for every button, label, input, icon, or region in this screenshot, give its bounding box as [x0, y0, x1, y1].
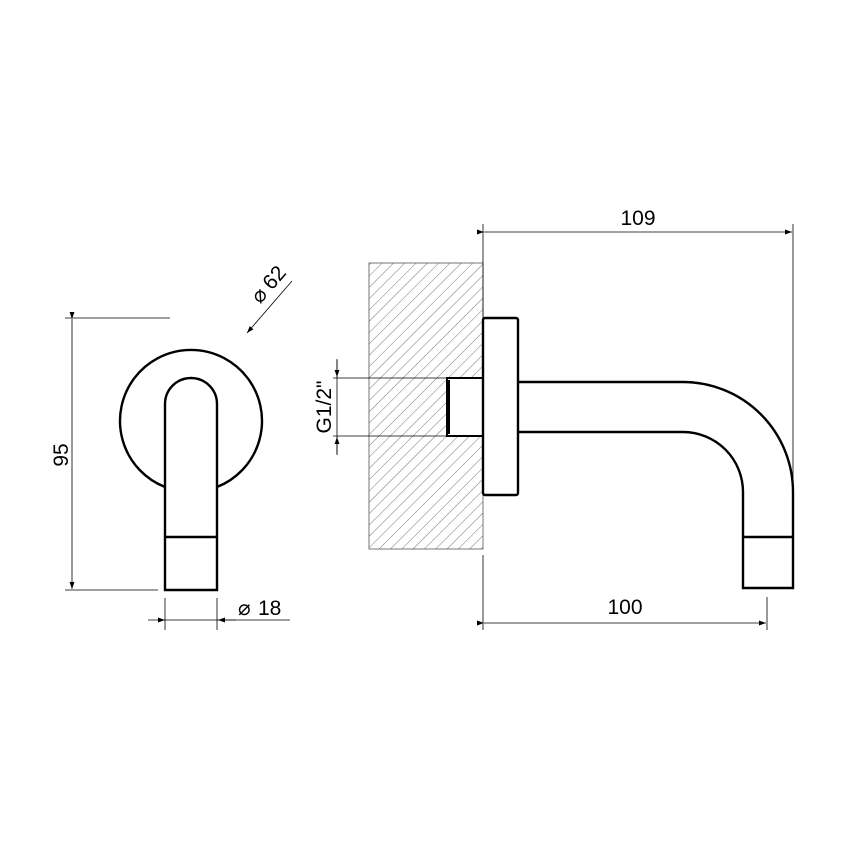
height-dimension-label: 95: [50, 443, 73, 466]
thread-connector: [446, 377, 484, 437]
side-view: 109 100 G1/2": [313, 207, 795, 630]
spout-diameter-label: 18: [258, 597, 281, 620]
projection-dimension-label: 109: [620, 207, 655, 230]
flange-diameter-label: 62: [258, 262, 291, 295]
diameter-symbol: ⌀: [238, 597, 251, 620]
spout-body: [163, 376, 219, 592]
flange-circle: [118, 348, 264, 489]
reach-dimension-label: 100: [607, 596, 642, 619]
front-view: 95 ⌀ 62 ⌀ 18: [50, 262, 293, 630]
wall-flange: [481, 316, 520, 497]
thread-size-label: G1/2": [313, 381, 336, 434]
flange-diameter-label-group: ⌀ 62: [246, 262, 290, 308]
flange-diameter-leader: [246, 280, 293, 334]
spout-pipe: [518, 380, 795, 590]
